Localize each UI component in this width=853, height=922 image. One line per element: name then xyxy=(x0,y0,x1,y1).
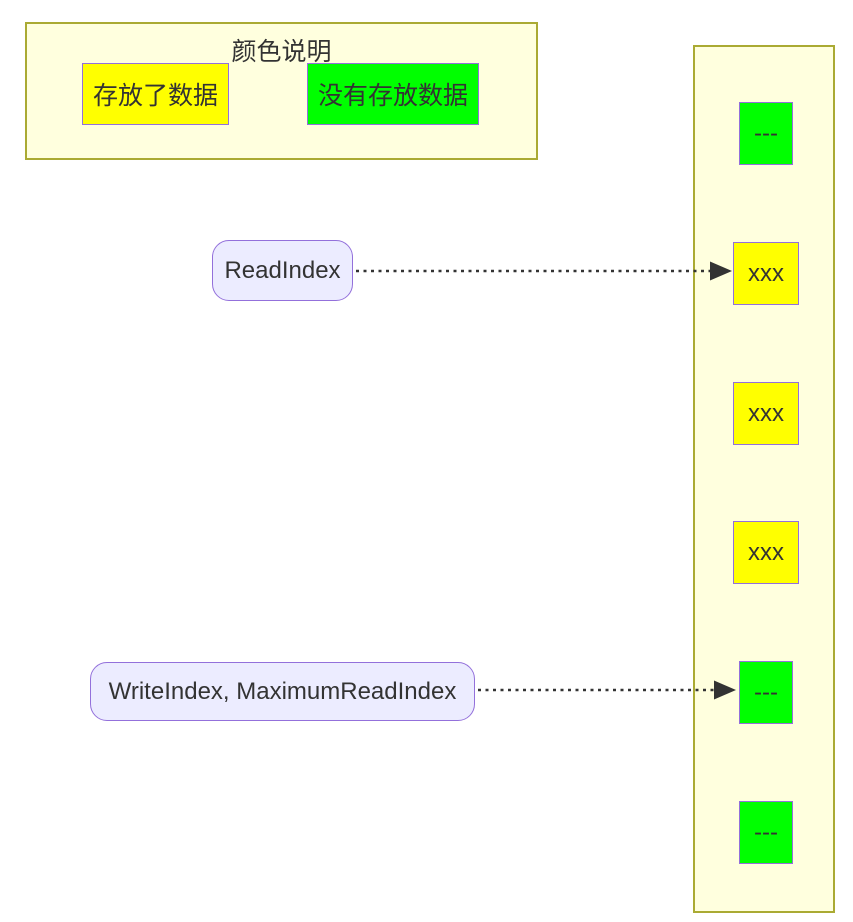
buffer-cell-0: --- xyxy=(739,102,793,165)
buffer-cell-2: xxx xyxy=(733,382,799,445)
buffer-cell-3: xxx xyxy=(733,521,799,584)
buffer-cell-4: --- xyxy=(739,661,793,724)
legend-item-empty: 没有存放数据 xyxy=(307,63,479,125)
read-index-arrow xyxy=(356,261,732,281)
read-index-label: ReadIndex xyxy=(212,240,353,301)
legend-cluster: 颜色说明 存放了数据 没有存放数据 xyxy=(25,22,538,160)
legend-title: 颜色说明 xyxy=(231,38,332,66)
legend-item-filled: 存放了数据 xyxy=(82,63,229,125)
buffer-cell-1: xxx xyxy=(733,242,799,305)
buffer-cell-5: --- xyxy=(739,801,793,864)
write-index-label: WriteIndex, MaximumReadIndex xyxy=(90,662,475,721)
buffer-cluster: --- xxx xxx xxx --- --- xyxy=(693,45,835,913)
